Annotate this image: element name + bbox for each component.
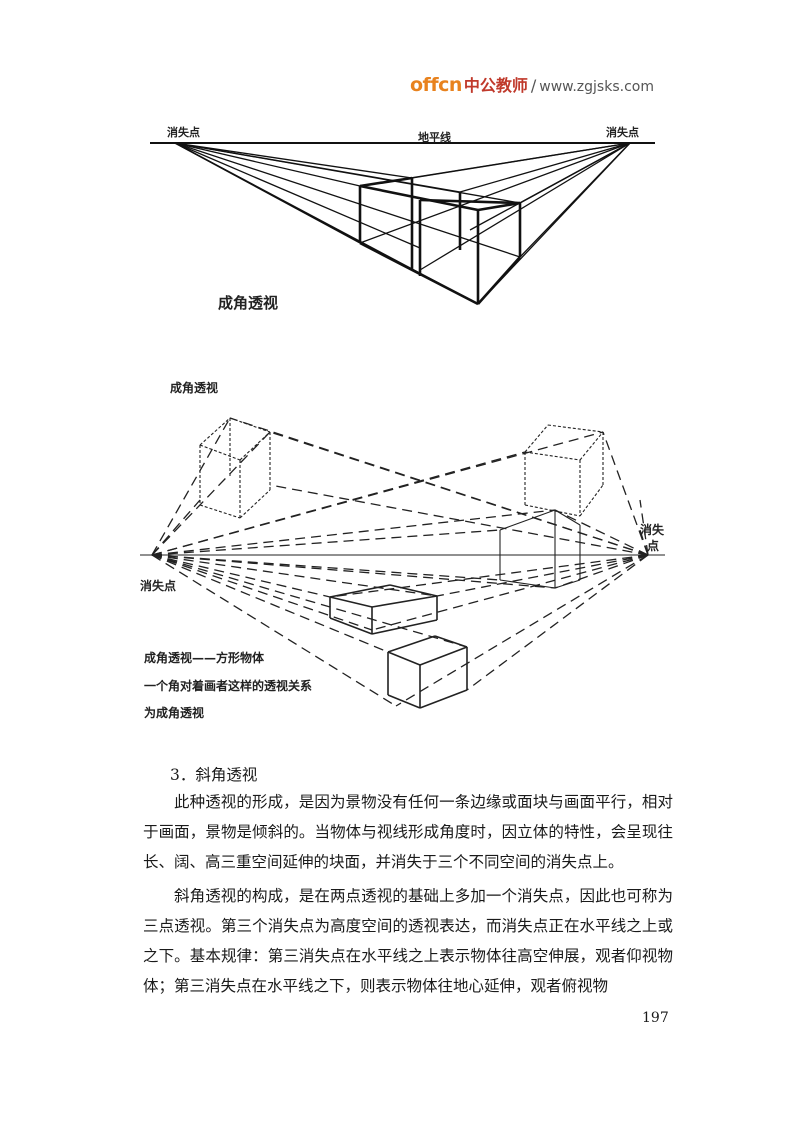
fig2-caption-line2: 一个角对着画者这样的透视关系: [144, 679, 313, 693]
fig2-vp-right-line2: 点: [647, 539, 660, 553]
paragraph-1: 此种透视的形成，是因为景物没有任何一条边缘或面块与画面平行，相对于画面，景物是倾…: [143, 793, 673, 871]
fig2-vp-left: 消失点: [140, 579, 177, 593]
fig2-caption-line3: 为成角透视: [144, 706, 205, 720]
brand-logo: offcn: [410, 74, 462, 96]
page-number: 197: [642, 1010, 669, 1026]
fig1-vanishing-point-left: 消失点: [167, 126, 200, 139]
fig1-horizon-label: 地平线: [418, 131, 451, 144]
figure1-perspective-diagram: [150, 142, 655, 306]
fig1-caption: 成角透视: [218, 294, 279, 312]
paragraph-2: 斜角透视的构成，是在两点透视的基础上多加一个消失点，因此也可称为三点透视。第三个…: [143, 887, 673, 995]
logo-separator: /: [530, 76, 537, 95]
figure2-perspective-diagram: [140, 417, 665, 709]
section-heading: 3．斜角透视: [170, 766, 258, 784]
body-text: 此种透视的形成，是因为景物没有任何一条边缘或面块与画面平行，相对于画面，景物是倾…: [143, 787, 673, 1001]
fig2-title: 成角透视: [170, 381, 219, 395]
fig2-caption-line1: 成角透视——方形物体: [144, 651, 265, 665]
brand-cn: 中公教师: [463, 76, 528, 95]
fig2-vp-right-line1: 消失: [640, 523, 665, 537]
website-url: www.zgjsks.com: [539, 79, 654, 95]
fig1-vanishing-point-right: 消失点: [606, 126, 639, 139]
